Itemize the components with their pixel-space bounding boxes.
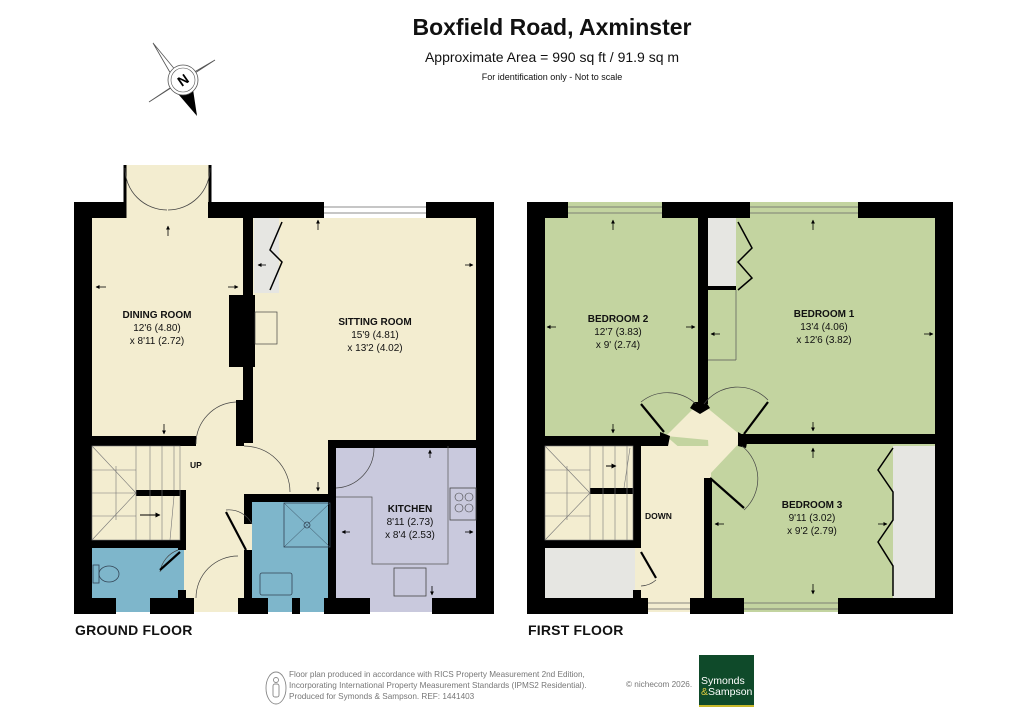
room-dim-bedroom1-1: 13'4 (4.06) xyxy=(800,322,848,333)
staircase-first xyxy=(544,445,634,541)
footer-line-2: Incorporating International Property Mea… xyxy=(289,681,587,690)
room-name-bedroom2: BEDROOM 2 xyxy=(588,314,649,325)
room-dim-bedroom2-1: 12'7 (3.83) xyxy=(594,327,642,338)
room-name-bedroom1: BEDROOM 1 xyxy=(794,309,855,320)
room-dim-dining-1: 12'6 (4.80) xyxy=(133,323,181,334)
disclaimer-note: For identification only - Not to scale xyxy=(481,72,623,82)
room-dim-bedroom3-2: x 9'2 (2.79) xyxy=(787,526,837,537)
room-name-dining: DINING ROOM xyxy=(123,310,192,321)
title-text: Boxfield Road, Axminster xyxy=(412,14,692,40)
page-title: Boxfield Road, Axminster xyxy=(0,14,1024,41)
area-summary: Approximate Area = 990 sq ft / 91.9 sq m xyxy=(424,49,680,65)
room-dim-kitchen-1: 8'11 (2.73) xyxy=(387,517,434,528)
footer-line-3: Produced for Symonds & Sampson. REF: 144… xyxy=(289,692,475,701)
logo-line-1: Symonds xyxy=(701,675,745,687)
room-dim-sitting-2: x 13'2 (4.02) xyxy=(347,343,402,354)
room-name-kitchen: KITCHEN xyxy=(388,504,432,515)
room-dim-sitting-1: 15'9 (4.81) xyxy=(351,330,399,341)
compass-north-icon: N xyxy=(148,42,216,116)
staircase xyxy=(91,445,181,541)
first-floor-label: FIRST FLOOR xyxy=(528,622,624,638)
copyright-text: © nichecom 2026. xyxy=(626,680,693,689)
symonds-sampson-logo: Symonds &Sampson xyxy=(699,655,754,707)
room-dim-kitchen-2: x 8'4 (2.53) xyxy=(385,530,435,541)
room-dim-dining-2: x 8'11 (2.72) xyxy=(130,336,185,347)
stairs-up-label: UP xyxy=(190,460,202,470)
logo-ampersand: & xyxy=(701,686,709,698)
first-floor-plan: BEDROOM 2 12'7 (3.83) x 9' (2.74) BEDROO… xyxy=(527,202,953,614)
ground-floor-label: GROUND FLOOR xyxy=(75,622,193,638)
footer-line-1: Floor plan produced in accordance with R… xyxy=(289,670,585,679)
room-name-sitting: SITTING ROOM xyxy=(338,317,411,328)
room-dim-bedroom2-2: x 9' (2.74) xyxy=(596,340,640,351)
stairs-down-label: DOWN xyxy=(645,511,672,521)
room-dim-bedroom3-1: 9'11 (3.02) xyxy=(789,513,836,524)
room-name-bedroom3: BEDROOM 3 xyxy=(782,500,843,511)
logo-line-2: &Sampson xyxy=(701,687,754,698)
room-dim-bedroom1-2: x 12'6 (3.82) xyxy=(796,335,851,346)
logo-sampson: Sampson xyxy=(708,686,753,698)
ipms-person-icon xyxy=(265,671,287,705)
footer-disclaimer: Floor plan produced in accordance with R… xyxy=(289,669,587,702)
ground-floor-plan: DINING ROOM 12'6 (4.80) x 8'11 (2.72) SI… xyxy=(74,165,494,614)
